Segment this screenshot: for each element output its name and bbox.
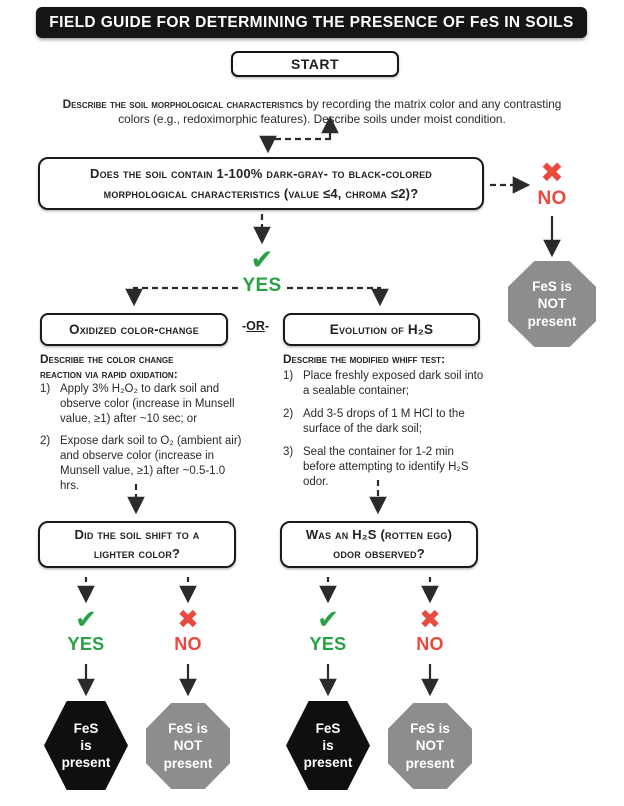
yes-label: YES bbox=[67, 634, 105, 654]
question-fes-morphology: Does the soil contain 1-100% dark-gray- … bbox=[38, 157, 484, 210]
step-number: 2) bbox=[283, 407, 294, 420]
yes-label: YES bbox=[242, 275, 282, 296]
or-text: OR bbox=[246, 319, 265, 333]
or-label: - OR - bbox=[228, 319, 283, 333]
right-steps: 1) Place freshly exposed dark soil into … bbox=[283, 369, 515, 490]
or-pre: - bbox=[241, 319, 247, 333]
connector-yes-right bbox=[287, 286, 389, 307]
check-icon: ✔ bbox=[317, 605, 339, 635]
intro-lead: Describe the soil morphological characte… bbox=[62, 96, 303, 111]
cross-icon: ✖ bbox=[540, 156, 564, 189]
step-text: Seal the container for 1-2 min before at… bbox=[303, 445, 469, 488]
list-item: 2) Add 3-5 drops of 1 M HCl to the surfa… bbox=[283, 407, 515, 437]
step-text: Place freshly exposed dark soil into a s… bbox=[303, 370, 484, 397]
list-item: 1) Apply 3% H₂O₂ to dark soil and observ… bbox=[40, 382, 285, 427]
outcome-fes-not-present: FeS is NOT present bbox=[146, 703, 230, 789]
right-column-heading: Describe the modified whiff test: bbox=[283, 352, 445, 366]
or-post: - bbox=[264, 319, 270, 333]
branch-oxidized-color-change: Oxidized color-change bbox=[40, 313, 228, 346]
list-item: 1) Place freshly exposed dark soil into … bbox=[283, 369, 515, 399]
step-number: 3) bbox=[283, 445, 294, 458]
page-title: FIELD GUIDE FOR DETERMINING THE PRESENCE… bbox=[36, 7, 587, 38]
step-number: 1) bbox=[283, 370, 294, 382]
cross-icon: ✖ bbox=[419, 605, 441, 635]
branch-evolution-h2s: Evolution of H₂S bbox=[283, 313, 480, 346]
step-text: Add 3-5 drops of 1 M HCl to the surface … bbox=[303, 407, 465, 435]
list-item: 2) Expose dark soil to O₂ (ambient air) … bbox=[40, 434, 285, 494]
left-column-heading: Describe the color change reaction via r… bbox=[40, 352, 178, 382]
list-item: 3) Seal the container for 1-2 min before… bbox=[283, 445, 515, 490]
step-number: 1) bbox=[40, 383, 51, 395]
check-icon: ✔ bbox=[75, 605, 97, 635]
no-label: NO bbox=[416, 634, 444, 654]
question-lighter-color: Did the soil shift to a lighter color? bbox=[38, 521, 236, 568]
no-label: NO bbox=[537, 188, 567, 209]
outcome-fes-present: FeS is present bbox=[44, 701, 128, 790]
step-text: Expose dark soil to O₂ (ambient air) and… bbox=[60, 434, 242, 492]
connector-yes-left bbox=[125, 286, 238, 307]
outcome-fes-not-present: FeS is NOT present bbox=[508, 261, 596, 347]
cross-icon: ✖ bbox=[177, 605, 199, 635]
left-steps: 1) Apply 3% H₂O₂ to dark soil and observ… bbox=[40, 382, 285, 494]
yes-label: YES bbox=[309, 634, 347, 654]
step-text: Apply 3% H₂O₂ to dark soil and observe c… bbox=[60, 383, 235, 425]
start-node: START bbox=[231, 51, 399, 77]
step-number: 2) bbox=[40, 434, 51, 447]
no-label: NO bbox=[174, 634, 202, 654]
question-h2s-odor: Was an H₂S (rotten egg) odor observed? bbox=[280, 521, 478, 568]
outcome-fes-not-present: FeS is NOT present bbox=[388, 703, 472, 789]
intro-text: Describe the soil morphological characte… bbox=[12, 97, 612, 128]
outcome-fes-present: FeS is present bbox=[286, 701, 370, 790]
intro-rest: by recording the matrix color and any co… bbox=[118, 96, 562, 127]
check-icon: ✔ bbox=[250, 243, 274, 276]
